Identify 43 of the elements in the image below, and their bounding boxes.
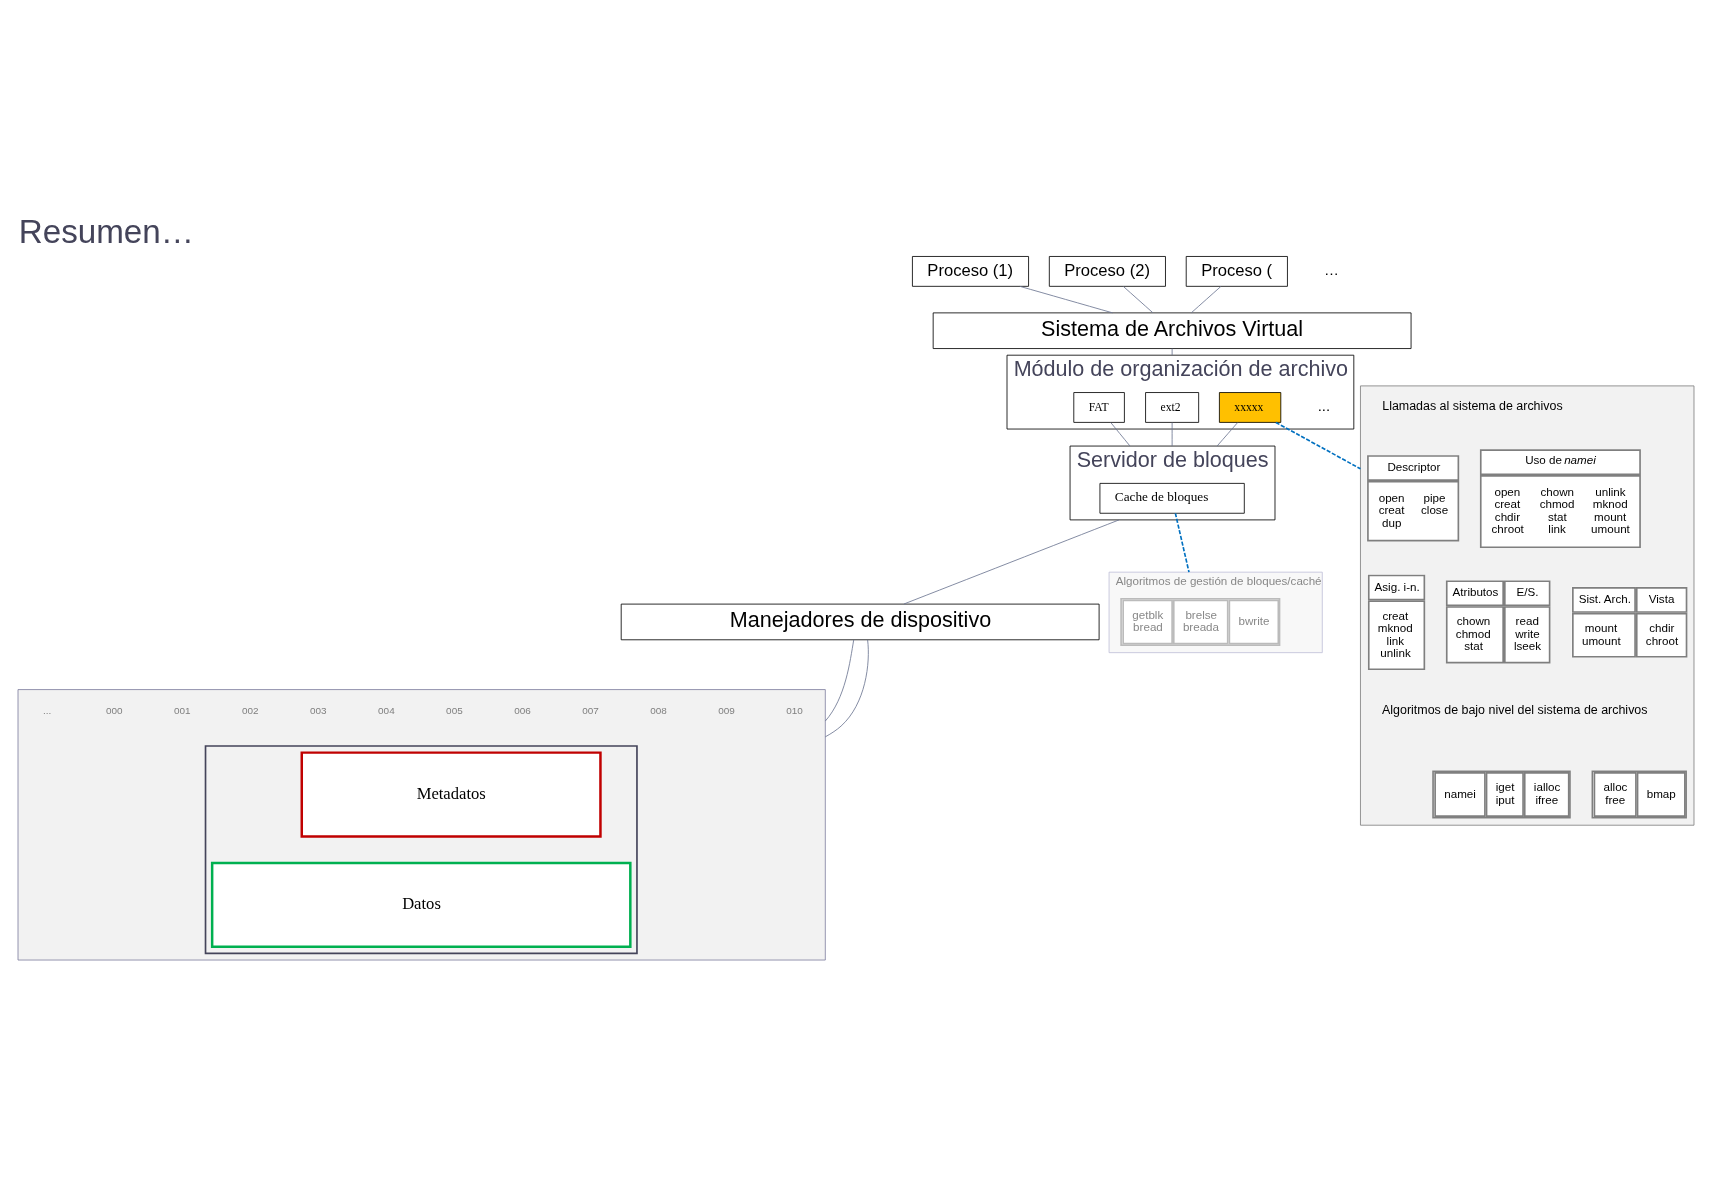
connector [1275,421,1362,470]
node-box: Metadatos [300,751,602,838]
cluster [204,745,638,955]
label: 003 [310,704,327,716]
connector [1171,422,1173,447]
label: 010 [786,704,803,716]
label: 009 [718,704,735,716]
label: 005 [446,704,463,716]
label: 001 [173,704,191,716]
node-box: Sistema de Archivos Virtual [932,312,1412,349]
connector [1190,286,1222,314]
label: ... [1317,397,1331,415]
node-box: Manejadores de dispositivo [620,603,1100,641]
node-box: ext2 [1145,392,1200,423]
node-box: FAT [1073,392,1125,423]
label: 002 [242,704,259,716]
label: ... [42,704,52,716]
label: 004 [378,704,395,716]
connector [1019,285,1113,314]
label: Algoritmos de bajo nivel del sistema de archivos [1382,703,1648,718]
label: 007 [582,704,599,716]
node-box: Proceso (2) [1048,256,1166,287]
label: Llamadas al sistema de archivos [1382,399,1563,414]
connector [824,639,855,722]
cluster [17,689,826,961]
cluster [1360,385,1695,826]
node-box: Cache de bloques [1099,482,1245,514]
node-box: Datos [210,861,632,948]
node-box: Proceso (1) [912,256,1029,287]
node-box: xxxxx [1219,392,1282,423]
connector [1110,422,1131,447]
node-box: Proceso ( [1185,256,1288,287]
label: 008 [650,704,667,716]
connector [1216,422,1238,447]
label: 000 [105,704,123,716]
diagram-title: Resumen… [18,213,194,251]
connector [824,639,869,738]
connector [903,519,1120,605]
connector [1171,348,1173,356]
label: … [1323,261,1339,279]
label: 006 [514,704,531,716]
connector [1174,512,1190,573]
connector [1122,286,1154,314]
